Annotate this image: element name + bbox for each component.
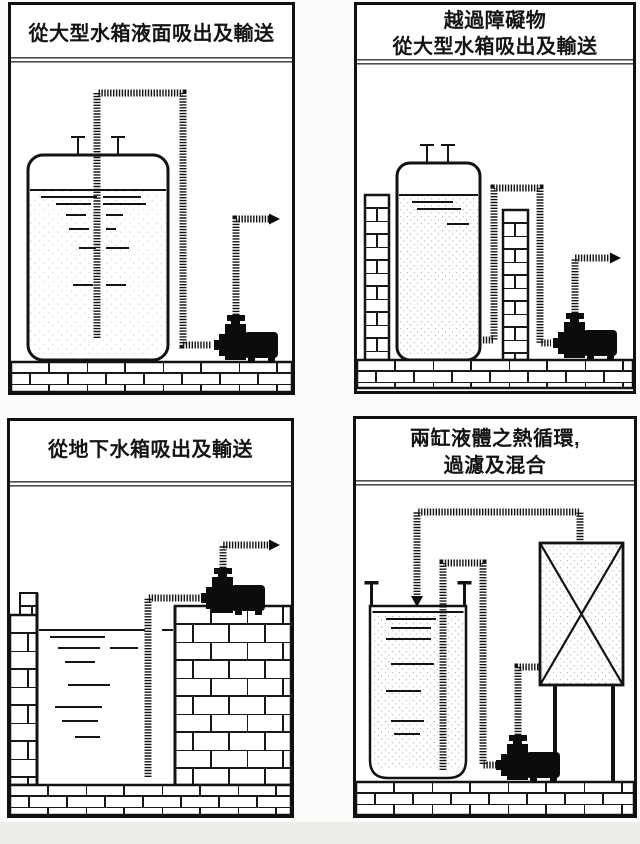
brick-stack-left	[19, 592, 38, 616]
flow-arrow	[610, 252, 621, 264]
diagram-suction-over-obstacle	[357, 59, 633, 390]
brick-floor	[11, 360, 292, 392]
heat-exchanger	[538, 541, 625, 782]
discharge-pipe	[232, 215, 269, 315]
brick-floor	[357, 358, 633, 390]
brick-obstacle	[501, 208, 530, 362]
stand-legs	[553, 685, 615, 782]
diagram-circulation	[356, 480, 634, 815]
panel-title: 從大型水箱液面吸出及輸送	[28, 23, 275, 45]
suction-pipe	[93, 89, 211, 349]
tank	[26, 136, 170, 362]
brick-floor	[356, 780, 634, 815]
pump	[201, 568, 265, 615]
pit-interior	[37, 593, 175, 785]
discharge-pipe	[219, 541, 269, 568]
panel-title: 從地下水箱吸出及輸送	[48, 439, 253, 461]
brick-mass-right	[173, 604, 291, 787]
panel-suction-over-obstacle: 越過障礙物 從大型水箱吸出及輸送	[354, 2, 636, 394]
panel-suction-from-surface: 從大型水箱液面吸出及輸送	[8, 2, 295, 395]
panel-title: 越過障礙物 從大型水箱吸出及輸送	[392, 10, 598, 58]
suction-pipe	[480, 184, 551, 347]
pit-walls	[35, 593, 177, 785]
panel-title: 兩缸液體之熱循環, 過濾及混合	[409, 428, 581, 477]
tank	[395, 144, 482, 362]
discharge-pipe	[571, 254, 610, 313]
open-tank	[364, 581, 472, 780]
pump-discharge-pipe	[514, 663, 540, 735]
siphon-pipe	[439, 559, 498, 770]
diagram-suction-from-surface	[11, 57, 292, 392]
pump	[553, 313, 617, 360]
return-pipe	[413, 508, 584, 595]
brick-floor	[10, 783, 291, 815]
pump	[496, 735, 560, 782]
flow-arrow	[269, 213, 280, 225]
panel-suction-from-underground: 從地下水箱吸出及輸送	[7, 418, 294, 818]
scan-margin-strip	[0, 822, 640, 844]
flow-arrow	[269, 539, 280, 551]
pump	[214, 315, 278, 362]
brick-wall-left	[363, 193, 391, 362]
brick-wall-left	[10, 613, 39, 787]
panel-circulation-two-tanks: 兩缸液體之熱循環, 過濾及混合	[353, 416, 637, 818]
diagram-suction-from-underground	[10, 481, 291, 815]
